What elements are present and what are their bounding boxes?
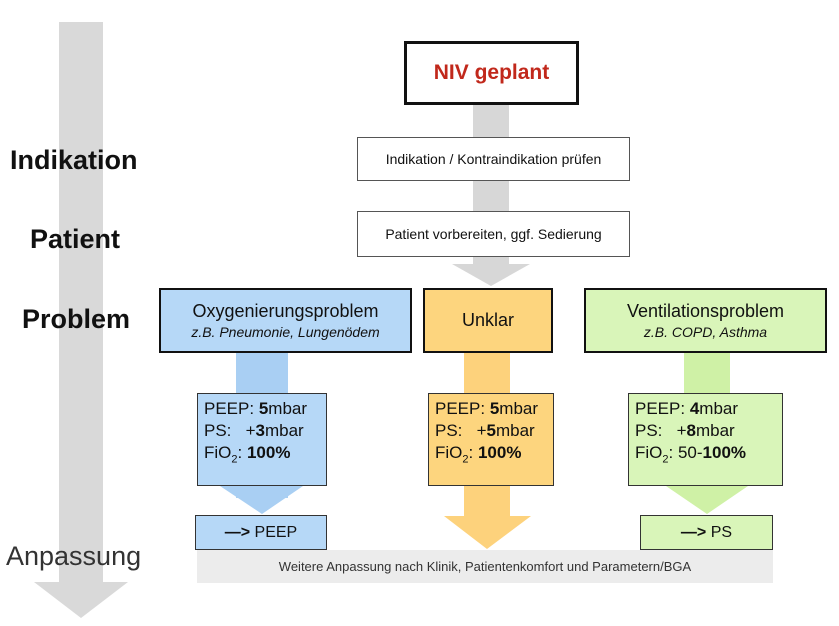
step-indikation-box: Indikation / Kontraindikation prüfen xyxy=(357,137,630,181)
step-patient-label: Patient vorbereiten, ggf. Sedierung xyxy=(385,226,602,242)
problem-unklar-title: Unklar xyxy=(461,310,514,330)
side-label-patient: Patient xyxy=(30,224,121,254)
step-indikation-label: Indikation / Kontraindikation prüfen xyxy=(385,151,602,167)
params-oxy-peep: PEEP: 5mbar xyxy=(204,399,308,418)
adjust-peep-box: —> PEEP xyxy=(195,515,327,550)
adjust-ps-box: —> PS xyxy=(640,515,773,550)
params-vent-ps: PS: +8mbar xyxy=(635,421,735,440)
params-oxy-ps: PS: +3mbar xyxy=(204,421,304,440)
params-unklar-peep: PEEP: 5mbar xyxy=(435,399,539,418)
adjust-ps-label: PS xyxy=(706,523,733,541)
side-label-indikation: Indikation xyxy=(10,145,138,175)
start-label: NIV geplant xyxy=(433,61,550,84)
step-patient-box: Patient vorbereiten, ggf. Sedierung xyxy=(357,211,630,257)
params-vent-peep: PEEP: 4mbar xyxy=(635,399,739,418)
params-ventilation-box: PEEP: 4mbar PS: +8mbar FiO2: 50-100% xyxy=(628,393,783,486)
params-oxygenierung-box: PEEP: 5mbar PS: +3mbar FiO2: 100% xyxy=(197,393,327,486)
problem-ventilation-box: Ventilationsproblem z.B. COPD, Asthma xyxy=(584,288,827,353)
problem-oxygenierung-box: Oxygenierungsproblem z.B. Pneumonie, Lun… xyxy=(159,288,412,353)
params-unklar-ps: PS: +5mbar xyxy=(435,421,535,440)
params-unklar-fio2: FiO2: 100% xyxy=(435,443,522,466)
params-unklar-box: PEEP: 5mbar PS: +5mbar FiO2: 100% xyxy=(428,393,554,486)
params-vent-fio2: FiO2: 50-100% xyxy=(635,443,747,466)
adjust-peep-label: PEEP xyxy=(250,523,298,541)
adjust-ps-arrow: —> xyxy=(680,523,707,541)
side-label-problem: Problem xyxy=(22,304,131,334)
problem-ventilation-subtitle: z.B. COPD, Asthma xyxy=(643,324,768,340)
problem-unklar-box: Unklar xyxy=(423,288,553,353)
start-box: NIV geplant xyxy=(404,41,579,105)
problem-ventilation-title: Ventilationsproblem xyxy=(626,301,785,321)
problem-oxygenierung-title: Oxygenierungsproblem xyxy=(192,301,379,321)
further-adjustment-bar: Weitere Anpassung nach Klinik, Patienten… xyxy=(197,550,773,583)
params-oxy-fio2: FiO2: 100% xyxy=(204,443,291,466)
side-label-anpassung: Anpassung xyxy=(6,541,142,571)
further-adjustment-text: Weitere Anpassung nach Klinik, Patienten… xyxy=(278,559,692,574)
adjust-peep-arrow: —> xyxy=(224,523,251,541)
problem-oxygenierung-subtitle: z.B. Pneumonie, Lungenödem xyxy=(191,324,380,340)
